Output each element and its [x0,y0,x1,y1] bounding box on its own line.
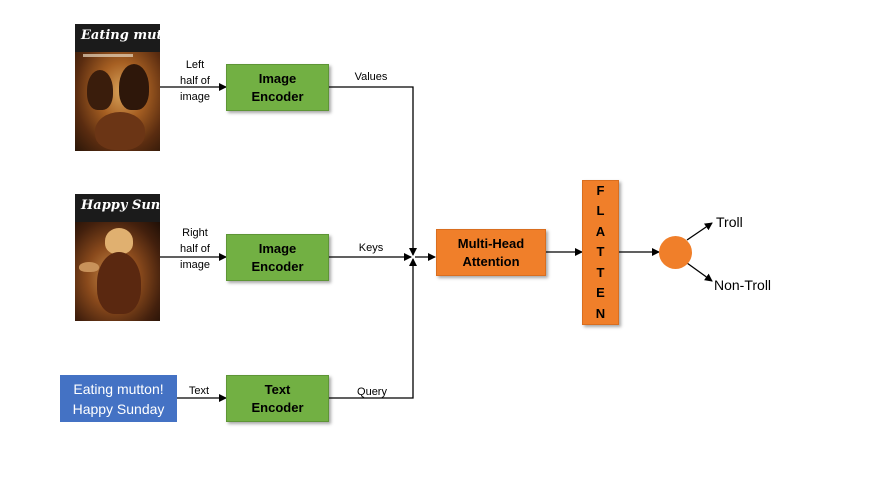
values-line [329,86,417,256]
arrow-to-troll [686,222,713,241]
text-input-line-1: Eating mutton! [73,380,164,397]
meme-photo-scene-1 [75,52,160,151]
label-text: Text [188,385,210,397]
arrow-to-non-troll [686,262,713,282]
query-line [329,258,417,399]
meme-image-right-half: Happy Sunday! [75,194,160,321]
label-right-half-of-image: Right half of image [180,227,210,271]
meme-caption-1: Eating mutton! [75,24,160,52]
edge-label-query: Query [357,386,387,398]
text-input-box: Eating mutton! Happy Sunday [60,375,177,422]
meme-caption-2: Happy Sunday! [75,194,160,222]
text-input-line-2: Happy Sunday [72,400,165,417]
output-troll: Troll [716,214,743,230]
classifier-node [659,236,692,269]
edge-label-keys: Keys [358,242,384,254]
meme-photo-scene-2 [75,222,160,321]
image-encoder-1: Image Encoder [226,64,329,111]
meme-image-left-half: Eating mutton! [75,24,160,151]
text-encoder: Text Encoder [226,375,329,422]
label-left-half-of-image: Left half of image [180,59,210,103]
output-non-troll: Non-Troll [714,277,772,293]
edge-label-values: Values [354,71,388,83]
multi-head-attention-block: Multi-Head Attention [436,229,546,276]
image-encoder-2: Image Encoder [226,234,329,281]
flatten-block: F L A T T E N [582,180,619,325]
